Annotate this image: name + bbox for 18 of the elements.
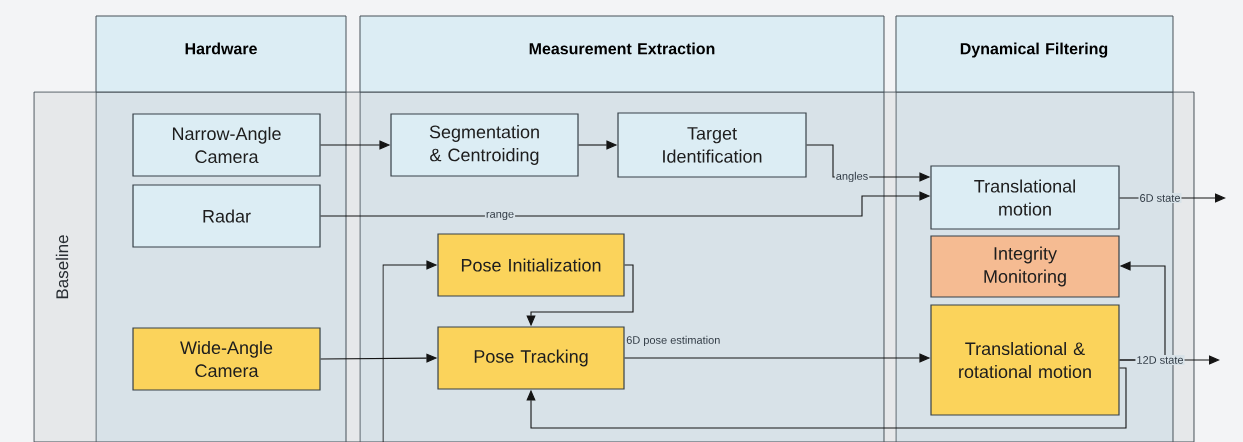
edge-label: range (484, 210, 516, 222)
process-box: Pose Tracking (437, 326, 625, 390)
column-header: Dynamical Filtering (895, 15, 1174, 93)
edge-label: 6D pose estimation (626, 335, 720, 347)
arrow (526, 367, 1127, 429)
column-header: Measurement Extraction (359, 15, 885, 93)
edge-label: 6D state (1138, 193, 1182, 203)
process-box: Radar (132, 184, 321, 248)
process-box: Target Identification (617, 112, 807, 178)
process-box: Translational motion (930, 165, 1120, 230)
process-box: Pose Initialization (437, 233, 625, 297)
process-box: Narrow-Angle Camera (132, 113, 321, 177)
process-box: Wide-Angle Camera (132, 327, 321, 391)
column-header: Hardware (95, 15, 347, 93)
process-box: Translational & rotational motion (930, 304, 1120, 416)
process-box: Segmentation & Centroiding (390, 113, 579, 177)
process-box: Integrity Monitoring (930, 235, 1120, 298)
edge-label: 12D state (1135, 355, 1185, 365)
